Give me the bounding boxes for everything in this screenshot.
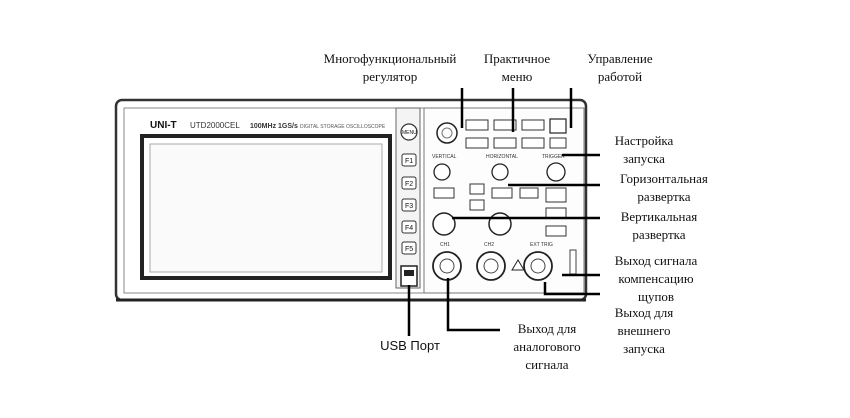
f3-label: F3: [405, 203, 413, 210]
ext-trig-connector: [523, 251, 553, 281]
menu-button-label: MENU: [402, 130, 417, 136]
label-vertical-line2: развертка: [632, 227, 686, 242]
label-trigger-setup: Настройка запуска: [604, 132, 684, 168]
label-probe-line3: щупов: [637, 289, 675, 304]
f4-button: [401, 220, 417, 234]
multifunction-knob: [436, 122, 458, 144]
label-multifunction-line1: Многофункциональный: [323, 51, 457, 66]
f3-button: [401, 198, 417, 212]
horizontal-scale-knob: [488, 212, 512, 236]
label-analog-line2: аналогового: [513, 339, 581, 354]
label-trigger-line2: запуска: [623, 151, 665, 166]
label-multifunction-line2: регулятор: [362, 69, 418, 84]
warning-triangle-icon: [511, 259, 525, 271]
label-multifunction: Многофункциональный регулятор: [310, 50, 470, 86]
f1-label: F1: [405, 158, 413, 165]
label-analog-line3: сигнала: [525, 357, 569, 372]
ch1-label: CH1: [440, 242, 450, 248]
label-vertical-sweep: Вертикальная развертка: [604, 208, 714, 244]
horizontal-section-label: HORIZONTAL: [486, 154, 518, 160]
f2-label: F2: [405, 181, 413, 188]
ch2-connector: [476, 251, 506, 281]
spec-text: 100MHz 1GS/s: [250, 123, 298, 130]
trigger-level-knob: [546, 162, 566, 182]
label-ext-line1: Выход для: [614, 305, 674, 320]
trigger-section-label: TRIGGER: [542, 154, 565, 160]
label-ext-line2: внешнего: [617, 323, 671, 338]
horizontal-position-knob: [491, 163, 509, 181]
run-stop-button: [549, 118, 567, 134]
ch1-connector: [432, 251, 462, 281]
side-buttons: F1 F2 F3 F4 F5: [401, 153, 417, 255]
model-name: UTD2000CEL: [190, 121, 240, 130]
f4-label: F4: [405, 225, 413, 232]
label-horizontal-line2: развертка: [637, 189, 691, 204]
probe-comp-terminal: [569, 249, 577, 275]
label-analog-line1: Выход для: [517, 321, 577, 336]
label-ext-line3: запуска: [623, 341, 665, 356]
f5-button: [401, 241, 417, 255]
label-horizontal-sweep: Горизонтальная развертка: [604, 170, 724, 206]
label-probe-line1: Выход сигнала: [614, 253, 698, 268]
label-usb-port: USB Порт: [360, 337, 460, 355]
label-operation-control: Управление работой: [570, 50, 670, 86]
label-external-trigger: Выход для внешнего запуска: [604, 304, 684, 358]
label-control-line2: работой: [597, 69, 643, 84]
label-vertical-line1: Вертикальная: [620, 209, 698, 224]
menu-button: [400, 123, 418, 141]
vertical-scale-knob: [432, 212, 456, 236]
ext-trig-label: EXT TRIG: [530, 242, 553, 248]
label-control-line1: Управление: [587, 51, 653, 66]
vertical-position-knob: [433, 163, 451, 181]
label-probe-line2: компенсацию: [618, 271, 694, 286]
f2-button: [401, 176, 417, 190]
label-trigger-line1: Настройка: [614, 133, 674, 148]
label-practical-line1: Практичное: [483, 51, 551, 66]
label-practical-menu: Практичное меню: [472, 50, 562, 86]
brand-logo: UNI-T: [150, 120, 177, 131]
f1-button: [401, 153, 417, 167]
label-horizontal-line1: Горизонтальная: [620, 171, 708, 186]
label-probe-compensation: Выход сигнала компенсацию щупов: [596, 252, 716, 306]
label-practical-line2: меню: [501, 69, 533, 84]
label-usb-line1: USB Порт: [380, 338, 440, 353]
ch2-label: CH2: [484, 242, 494, 248]
vertical-section-label: VERTICAL: [432, 154, 457, 160]
tagline-text: DIGITAL STORAGE OSCILLOSCOPE: [300, 124, 386, 130]
f5-label: F5: [405, 246, 413, 253]
label-analog-output: Выход для аналогового сигнала: [502, 320, 592, 374]
callout-lines: [407, 88, 600, 336]
